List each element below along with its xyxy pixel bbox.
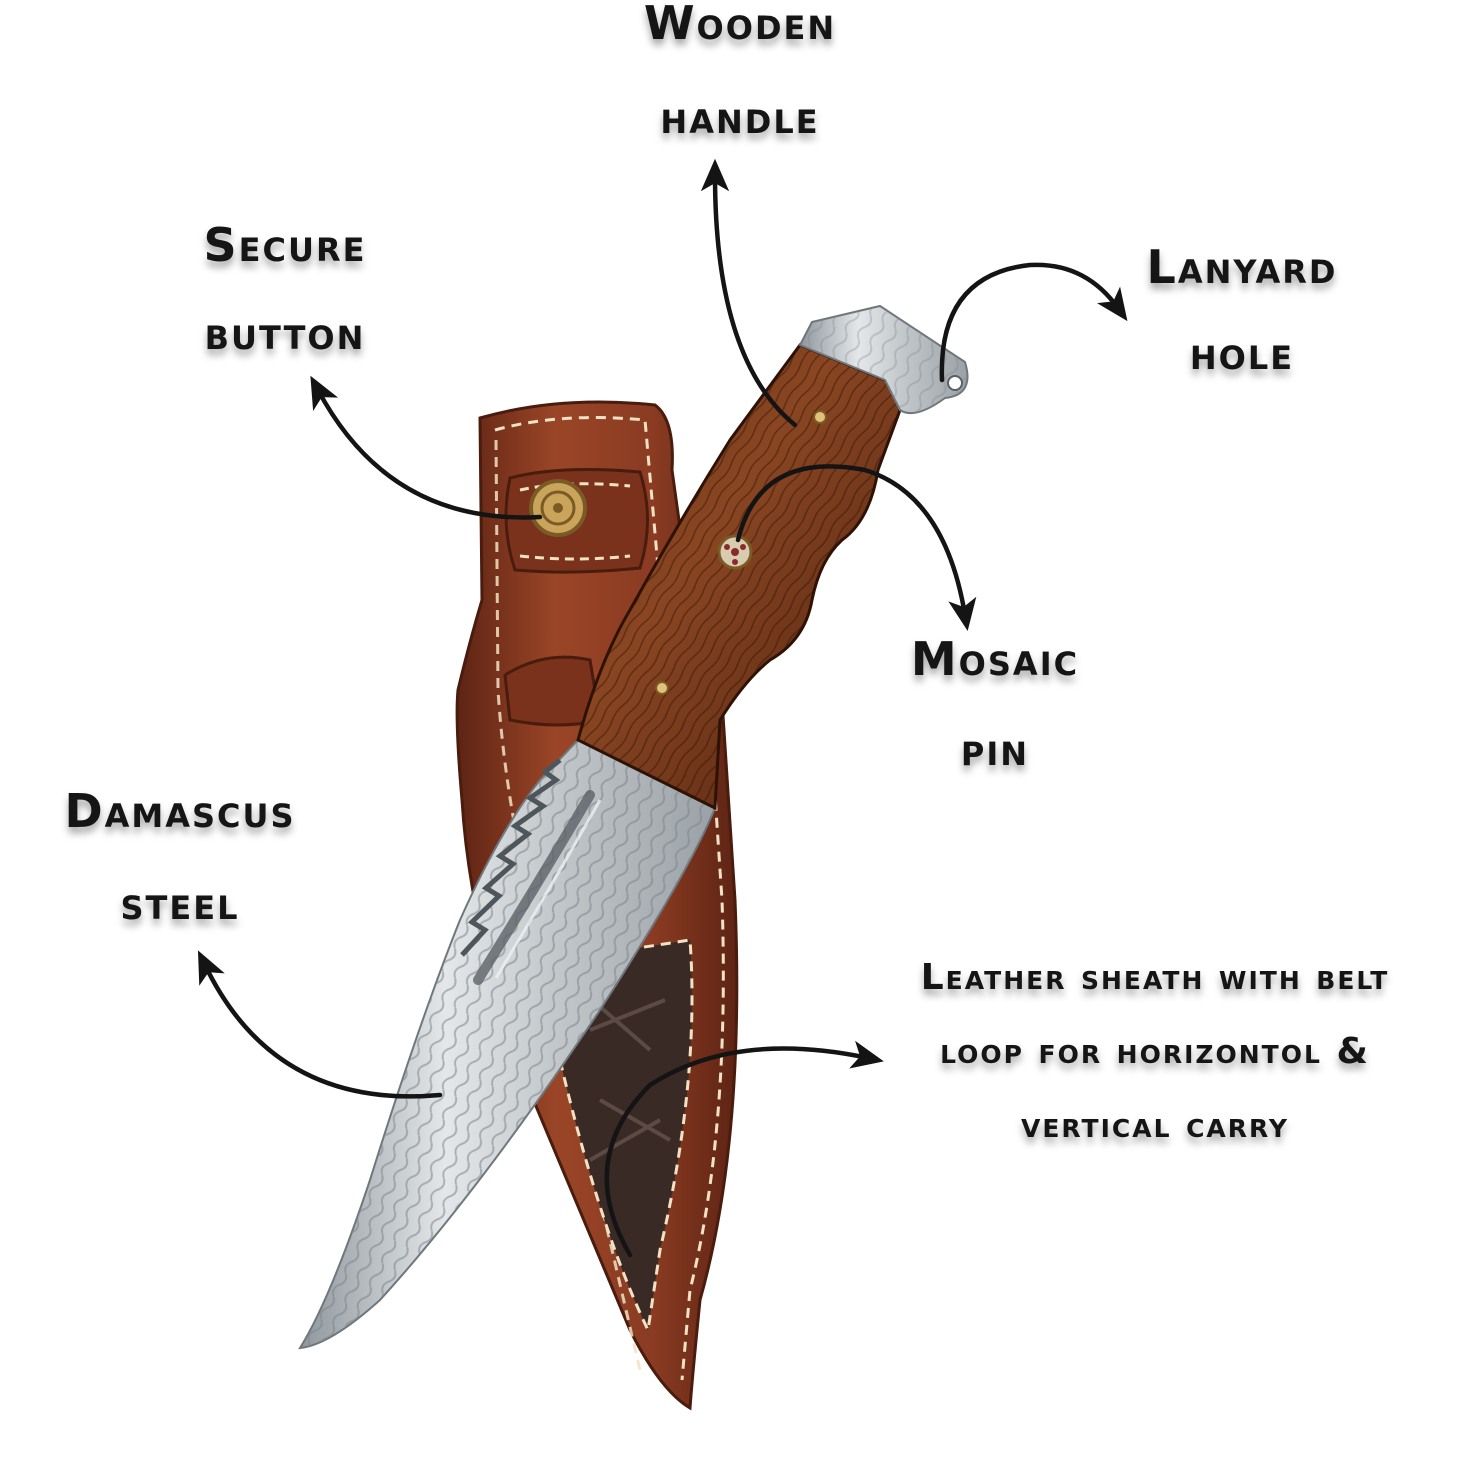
label-lanyard-hole-line2: hole	[1189, 326, 1295, 380]
arrow-damascus-steel	[197, 950, 443, 1099]
arrow-leather-sheath	[604, 1040, 884, 1258]
label-wooden-handle-line1: Wooden	[643, 0, 837, 50]
label-leather-sheath-line2: loop for horizontol &	[940, 1031, 1370, 1072]
brass-pin-top-icon	[813, 410, 827, 424]
label-secure-button-line1: Secure	[203, 218, 367, 272]
snap-button-icon	[529, 479, 587, 537]
arrow-lanyard-hole	[939, 262, 1128, 383]
label-secure-button-line2: button	[204, 306, 366, 360]
label-mosaic-pin-line2: pin	[960, 722, 1030, 776]
label-lanyard-hole: Lanyard hole	[1112, 244, 1372, 376]
damascus-blade	[298, 738, 717, 1350]
label-leather-sheath-line1: Leather sheath with belt	[920, 957, 1390, 998]
arrow-secure-button	[310, 375, 543, 520]
label-secure-button: Secure button	[165, 222, 405, 356]
label-mosaic-pin-line1: Mosaic	[910, 632, 1080, 686]
label-wooden-handle: Wooden handle	[610, 0, 870, 140]
label-leather-sheath-line3: vertical carry	[1021, 1105, 1289, 1146]
arrow-wooden-handle	[700, 158, 798, 428]
label-damascus-steel-line2: steel	[120, 876, 240, 930]
lanyard-hole-icon	[947, 375, 963, 391]
label-mosaic-pin: Mosaic pin	[880, 636, 1110, 772]
label-lanyard-hole-line1: Lanyard	[1146, 240, 1338, 294]
label-wooden-handle-line2: handle	[660, 90, 820, 144]
brass-pin-bottom-icon	[655, 681, 669, 695]
arrow-mosaic-pin	[735, 464, 977, 631]
mosaic-pin-icon	[717, 534, 753, 570]
label-damascus-steel-line1: Damascus	[64, 784, 296, 838]
label-leather-sheath: Leather sheath with belt loop for horizo…	[870, 960, 1440, 1144]
label-damascus-steel: Damascus steel	[30, 788, 330, 926]
